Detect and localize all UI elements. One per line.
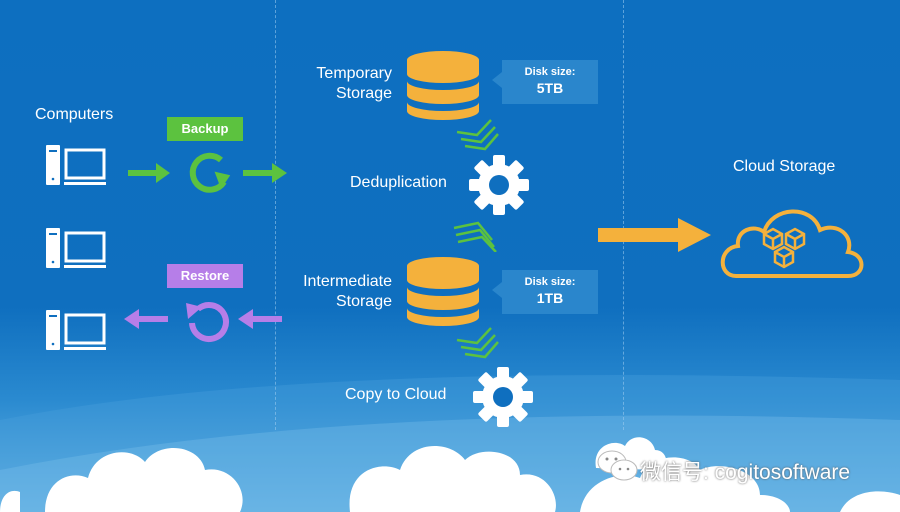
- arrow-right-icon: [243, 163, 287, 183]
- chevrons-down-icon: [456, 327, 499, 359]
- restore-flow: [124, 302, 282, 342]
- section-divider-left: [275, 0, 276, 430]
- temporary-disk-size-callout: Disk size: 5TB: [492, 60, 598, 104]
- cloud-cubes-icon: [720, 209, 864, 278]
- copy-to-cloud-label: Copy to Cloud: [345, 386, 447, 403]
- chevrons-up-icon: [453, 221, 497, 252]
- decorative-clouds: [0, 437, 900, 512]
- deduplication-label: Deduplication: [350, 174, 447, 191]
- backup-flow: [128, 152, 287, 193]
- database-icon: [407, 257, 479, 326]
- arrow-right-icon: [128, 163, 170, 183]
- intermediate-disk-size-callout: Disk size: 1TB: [492, 270, 598, 314]
- refresh-counterclockwise-icon: [186, 302, 229, 342]
- gear-icon: [473, 367, 533, 427]
- arrow-left-icon: [124, 309, 168, 329]
- arrow-right-icon: [598, 218, 711, 252]
- watermark-text: 微信号: cogitosoftware: [640, 461, 851, 484]
- arrow-left-icon: [238, 309, 282, 329]
- desktop-laptop-icon: [46, 228, 106, 268]
- section-divider-right: [623, 0, 624, 430]
- restore-tag: Restore: [167, 264, 243, 288]
- temporary-storage-label: Temporary Storage: [316, 65, 392, 102]
- wechat-icon: [597, 450, 638, 481]
- desktop-laptop-icon: [46, 310, 106, 350]
- database-icon: [407, 51, 479, 120]
- gear-icon: [469, 155, 529, 215]
- refresh-clockwise-icon: [189, 152, 231, 193]
- intermediate-storage-label: Intermediate Storage: [303, 273, 392, 310]
- chevrons-down-icon: [456, 119, 499, 151]
- backup-tag: Backup: [167, 117, 243, 141]
- desktop-laptop-icon: [46, 145, 106, 185]
- cloud-storage-label: Cloud Storage: [733, 158, 836, 175]
- computers-label: Computers: [35, 106, 114, 123]
